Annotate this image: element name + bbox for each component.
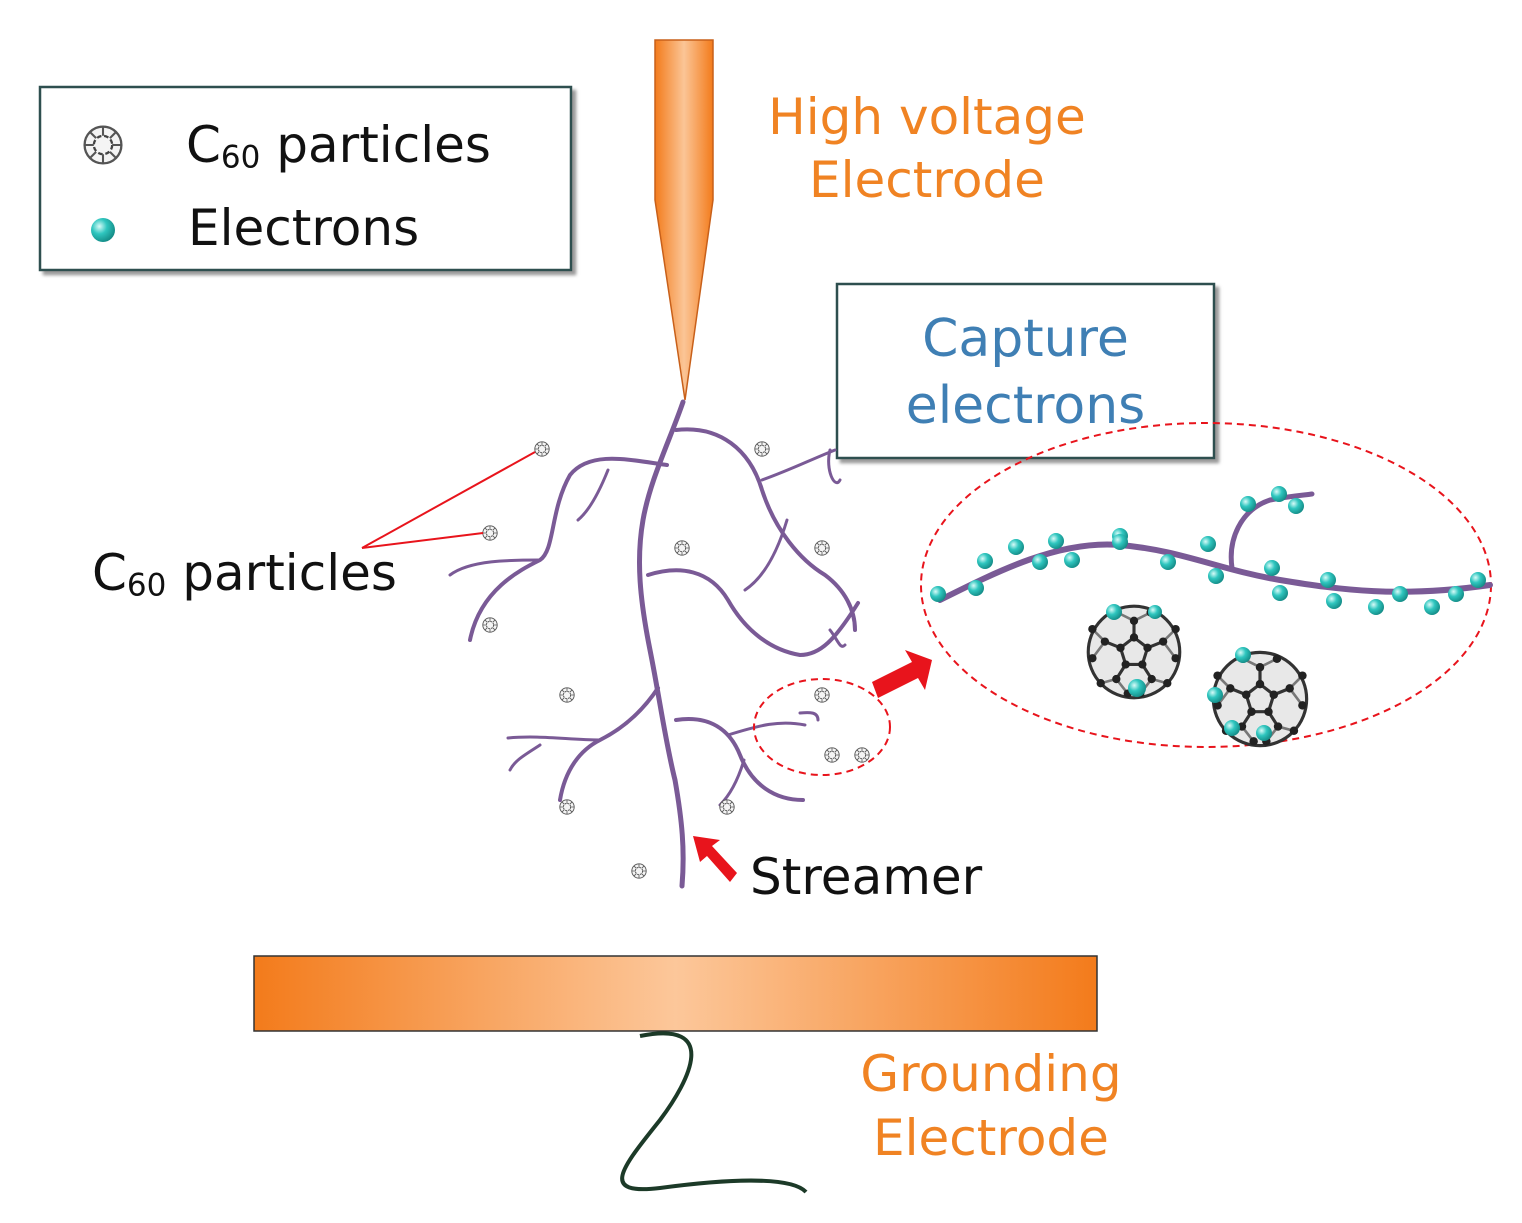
c60-particle-icon	[83, 125, 123, 165]
electron	[1368, 599, 1384, 615]
capture-electrons-label: Capture electrons	[837, 306, 1214, 439]
electron	[1207, 687, 1223, 703]
c60-molecule-large	[1207, 647, 1309, 748]
streamer	[448, 399, 860, 889]
c60-leader-lines	[361, 451, 536, 549]
c60-particle-icon	[482, 617, 498, 633]
electron	[1112, 534, 1128, 550]
c60-particle-icon	[534, 441, 550, 457]
electron	[1320, 572, 1336, 588]
electron	[930, 586, 946, 602]
high-voltage-line1: High voltage	[768, 88, 1086, 146]
electron	[1008, 539, 1024, 555]
ground-wire	[620, 1031, 808, 1194]
c60-particle-icon	[559, 799, 575, 815]
highlight-region	[753, 678, 891, 776]
streamer-arrow	[693, 836, 737, 882]
c60-particle-icon	[559, 687, 575, 703]
capture-electrons-box	[835, 282, 1216, 460]
legend-box	[38, 85, 573, 272]
c60-particles	[482, 441, 870, 879]
magnify-arrow	[872, 650, 932, 698]
grounding-electrode	[253, 955, 1098, 1032]
electron	[977, 553, 993, 569]
electron	[1064, 552, 1080, 568]
c60-particle-icon	[824, 747, 840, 763]
magnified-region	[920, 422, 1492, 748]
electron-icon	[91, 218, 115, 242]
electron	[1392, 586, 1408, 602]
electron	[1128, 679, 1146, 697]
electron	[1240, 496, 1256, 512]
c60-particle-icon	[754, 441, 770, 457]
electron	[1235, 647, 1251, 663]
electron	[1224, 720, 1240, 736]
electron	[1160, 554, 1176, 570]
capture-line2: electrons	[905, 375, 1146, 436]
streamer-label: Streamer	[750, 848, 983, 906]
c60-particle-icon	[482, 525, 498, 541]
grounding-line2: Electrode	[873, 1108, 1109, 1167]
electron	[1424, 599, 1440, 615]
c60-particles-label: C60 particles	[92, 544, 397, 604]
c60-particle-icon	[854, 747, 870, 763]
electron	[1470, 572, 1486, 588]
c60-particle-icon	[814, 540, 830, 556]
electron	[968, 580, 984, 596]
electron	[1200, 536, 1216, 552]
magnified-streamer	[937, 491, 1493, 603]
high-voltage-line2: Electrode	[809, 151, 1045, 209]
captured-electrons	[930, 486, 1486, 615]
capture-line1: Capture	[922, 309, 1129, 369]
legend-c60-label: C60 particles	[186, 116, 491, 176]
electron	[1208, 568, 1224, 584]
electron	[1148, 605, 1162, 619]
c60-particle-icon	[631, 863, 647, 879]
electron	[1271, 486, 1287, 502]
high-voltage-label: High voltage Electrode	[754, 86, 1100, 212]
electron	[1264, 560, 1280, 576]
high-voltage-electrode	[654, 39, 714, 401]
c60-molecule-large	[1086, 604, 1182, 700]
legend-electrons-label: Electrons	[188, 199, 420, 257]
electron	[1048, 533, 1064, 549]
electron	[1288, 498, 1304, 514]
grounding-line1: Grounding	[860, 1045, 1122, 1103]
electron	[1256, 725, 1272, 741]
electron	[1326, 593, 1342, 609]
electron	[1032, 554, 1048, 570]
grounding-electrode-label: Grounding Electrode	[846, 1043, 1136, 1170]
electron	[1272, 585, 1288, 601]
c60-particle-icon	[814, 687, 830, 703]
electron	[1106, 604, 1122, 620]
c60-particle-icon	[719, 799, 735, 815]
electron	[1448, 586, 1464, 602]
c60-particle-icon	[674, 540, 690, 556]
